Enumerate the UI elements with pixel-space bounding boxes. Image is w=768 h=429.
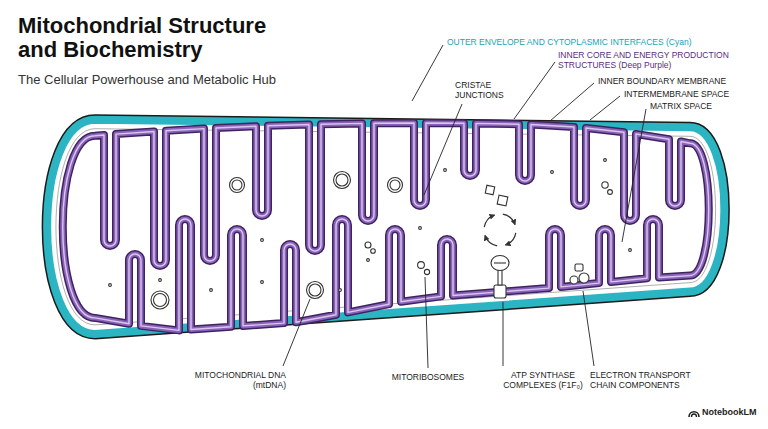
outer-membrane <box>47 120 724 334</box>
mitoribosome <box>608 190 613 195</box>
mitoribosome <box>365 242 371 248</box>
mtdna-ring <box>230 178 245 193</box>
cycle-arrow <box>503 214 515 224</box>
cycle-arrow <box>485 236 497 246</box>
category-label: OUTER ENVELOPE AND CYTOPLASMIC INTERFACE… <box>447 37 692 47</box>
leader-line <box>583 291 594 366</box>
matrix-enzyme <box>497 195 508 206</box>
mitoribosome <box>371 249 376 254</box>
mtdna-ring <box>309 284 321 296</box>
matrix-enzyme <box>485 185 494 194</box>
cycle-arrow <box>506 233 516 245</box>
mtdna-ring <box>336 174 348 186</box>
mtdna-ring <box>334 172 351 189</box>
leader-line <box>412 45 443 101</box>
mtdna-ring <box>154 294 167 307</box>
matrix-granule <box>629 249 632 252</box>
mitoribosome <box>418 262 425 269</box>
part-label: INNER BOUNDARY MEMBRANE <box>598 76 726 86</box>
mtdna-ring <box>151 291 169 309</box>
matrix-granule <box>339 289 342 292</box>
part-label: CRISTAE JUNCTIONS <box>455 80 511 100</box>
inner-membrane <box>63 123 709 330</box>
cycle-arrow <box>484 215 494 227</box>
subtitle: The Cellular Powerhouse and Metabolic Hu… <box>18 72 276 88</box>
part-label: ELECTRON TRANSPORT CHAIN COMPONENTS <box>590 370 700 390</box>
matrix-granule <box>109 284 112 287</box>
matrix-granule <box>159 279 162 282</box>
category-label: INNER CORE AND ENERGY PRODUCTION STRUCTU… <box>558 50 750 70</box>
atp-synthase <box>491 256 509 299</box>
matrix-granule <box>367 259 370 262</box>
diagram-title: Mitochondrial Structure and Biochemistry <box>18 14 286 62</box>
matrix-granule <box>551 171 554 174</box>
leader-line <box>550 83 594 121</box>
watermark-icon <box>689 412 699 417</box>
inner-membrane <box>63 123 709 330</box>
part-label: MITOCHONDRIAL DNA (mtDNA) <box>186 370 286 390</box>
leader-line <box>622 109 646 242</box>
mtdna-ring <box>390 180 400 190</box>
matrix-granule <box>261 239 264 242</box>
matrix-granule <box>604 159 607 162</box>
mitoribosome <box>424 269 429 274</box>
leader-line <box>424 104 462 195</box>
leader-line <box>590 96 620 120</box>
inner-membrane <box>63 123 709 330</box>
leader-line <box>503 302 504 366</box>
mtdna-ring <box>232 180 242 190</box>
etc-complex <box>570 264 589 284</box>
matrix-granule <box>419 227 422 230</box>
part-label: MATRIX SPACE <box>650 101 712 111</box>
mitoribosome <box>602 182 608 188</box>
matrix-granule <box>210 289 213 292</box>
outer-membrane <box>47 120 724 334</box>
part-label: INTERMEMBRANE SPACE <box>624 89 729 99</box>
mtdna-ring <box>307 282 324 299</box>
part-label: MITORIBOSOMES <box>378 372 478 382</box>
matrix-granule <box>444 169 447 172</box>
leader-line <box>283 299 310 366</box>
leader-line <box>514 62 555 119</box>
organelle-body <box>47 120 724 334</box>
watermark: NotebookLM <box>702 407 757 418</box>
mtdna-ring <box>388 178 403 193</box>
part-label: ATP SYNTHASE COMPLEXES (F1F₀) <box>497 370 589 390</box>
matrix-granule <box>261 281 264 284</box>
leader-line <box>425 277 428 368</box>
